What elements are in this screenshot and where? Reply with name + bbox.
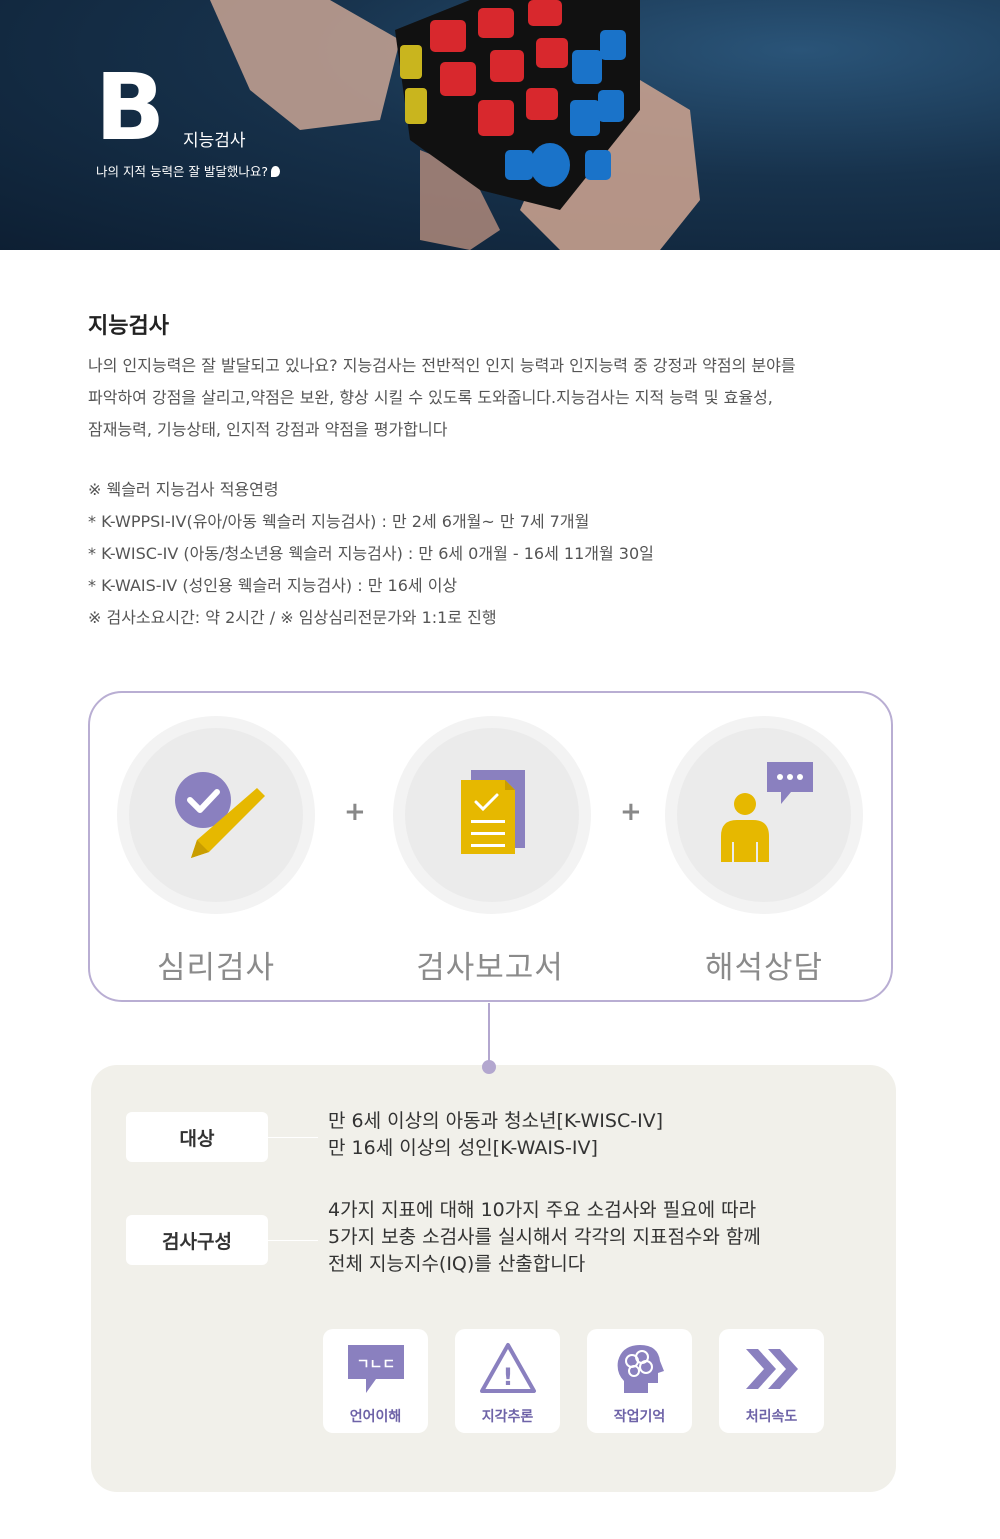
notes-list: ※ 웩슬러 지능검사 적용연령 * K-WPPSI-IV(유아/아동 웩슬러 지… <box>88 474 654 634</box>
index-label: 언어이해 <box>349 1409 402 1425</box>
composition-description: 4가지 지표에 대해 10가지 주요 소검사와 필요에 따라 5가지 보충 소검… <box>328 1197 761 1278</box>
intro-line: 파악하여 강점을 살리고,약점은 보완, 향상 시킬 수 있도록 도와줍니다.지… <box>88 388 773 407</box>
note-item: * K-WPPSI-IV(유아/아동 웩슬러 지능검사) : 만 2세 6개월~… <box>88 512 590 531</box>
speech-bubble-icon: ㄱㄴㄷ <box>348 1345 404 1393</box>
intro-line: 나의 인지능력은 잘 발달되고 있나요? 지능검사는 전반적인 인지 능력과 인… <box>88 356 796 375</box>
target-tag: 대상 <box>126 1112 268 1162</box>
note-item: * K-WISC-IV (아동/청소년용 웩슬러 지능검사) : 만 6세 0개… <box>88 544 654 563</box>
intro-paragraph: 나의 인지능력은 잘 발달되고 있나요? 지능검사는 전반적인 인지 능력과 인… <box>88 350 918 446</box>
composition-line: 4가지 지표에 대해 10가지 주요 소검사와 필요에 따라 <box>328 1199 757 1221</box>
note-item: ※ 웩슬러 지능검사 적용연령 <box>88 480 279 499</box>
counseling-chat-icon <box>721 762 813 862</box>
target-line: 만 16세 이상의 성인[K-WAIS-IV] <box>328 1137 598 1159</box>
hero-banner: B 지능검사 나의 지적 능력은 잘 발달했나요? <box>0 0 1000 250</box>
rubiks-cube-photo <box>210 0 700 250</box>
step-circle-counsel <box>665 716 863 914</box>
check-pencil-icon <box>175 772 265 858</box>
composition-tag: 검사구성 <box>126 1215 268 1265</box>
index-card-perceptual: ! 지각추론 <box>455 1329 560 1433</box>
intro-line: 잠재능력, 기능상태, 인지적 강점과 약점을 평가합니다 <box>88 420 448 439</box>
step-label-counsel: 해석상담 <box>704 950 824 986</box>
index-label: 처리속도 <box>745 1409 798 1425</box>
step-label-report: 검사보고서 <box>416 950 564 986</box>
plus-sign: + <box>620 797 642 827</box>
hero-subtitle: 나의 지적 능력은 잘 발달했나요? <box>96 161 281 180</box>
section-heading: 지능검사 <box>88 314 169 339</box>
step-label-test: 심리검사 <box>156 950 276 986</box>
step-circle-report <box>393 716 591 914</box>
hangul-glyph: ㄱㄴㄷ <box>357 1357 396 1373</box>
exclamation-glyph: ! <box>503 1363 514 1391</box>
plus-sign: + <box>344 797 366 827</box>
double-chevron-icon <box>746 1349 798 1389</box>
tag-connector <box>268 1240 318 1241</box>
brain-head-icon <box>617 1345 664 1393</box>
step-circle-test <box>117 716 315 914</box>
note-item: ※ 검사소요시간: 약 2시간 / ※ 임상심리전문가와 1:1로 진행 <box>88 608 497 627</box>
target-line: 만 6세 이상의 아동과 청소년[K-WISC-IV] <box>328 1110 664 1132</box>
hero-subtitle-text: 나의 지적 능력은 잘 발달했나요? <box>96 164 269 179</box>
composition-line: 전체 지능지수(IQ)를 산출합니다 <box>328 1253 586 1275</box>
index-card-memory: 작업기억 <box>587 1329 692 1433</box>
index-card-speed: 처리속도 <box>719 1329 824 1433</box>
index-label: 지각추론 <box>481 1409 534 1425</box>
report-document-icon <box>461 770 525 854</box>
index-label: 작업기억 <box>613 1409 666 1425</box>
tag-connector <box>268 1137 318 1138</box>
note-item: * K-WAIS-IV (성인용 웩슬러 지능검사) : 만 16세 이상 <box>88 576 458 595</box>
connector-line <box>488 1003 490 1063</box>
connector-dot <box>482 1060 496 1074</box>
index-card-verbal: ㄱㄴㄷ 언어이해 <box>323 1329 428 1433</box>
composition-line: 5가지 보충 소검사를 실시해서 각각의 지표점수와 함께 <box>328 1226 761 1248</box>
hero-letter: B <box>95 54 165 161</box>
target-description: 만 6세 이상의 아동과 청소년[K-WISC-IV] 만 16세 이상의 성인… <box>328 1108 663 1162</box>
warning-triangle-icon: ! <box>480 1343 536 1393</box>
hero-title: 지능검사 <box>183 131 246 151</box>
speech-dot-icon <box>271 166 281 177</box>
